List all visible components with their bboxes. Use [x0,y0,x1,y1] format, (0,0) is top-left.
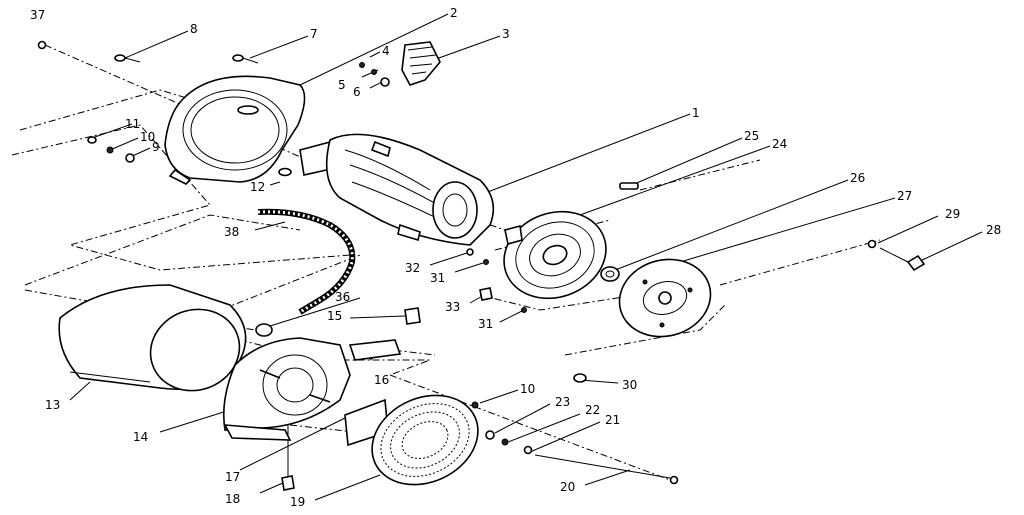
callout-38: 38 [224,225,239,239]
callout-6: 6 [353,85,361,99]
callout-12: 12 [250,180,265,194]
callout-22: 22 [585,403,600,417]
callout-21: 21 [605,413,620,427]
callout-31b: 31 [478,317,493,331]
callout-7: 7 [310,27,318,41]
callout-11: 11 [125,117,140,131]
callout-36: 36 [335,290,350,304]
callout-9: 9 [152,140,160,154]
callout-8: 8 [190,22,198,36]
callout-18: 18 [225,492,240,506]
callout-30: 30 [622,378,637,392]
hose [257,208,356,315]
end-bell-housing [164,75,306,185]
callout-31a: 31 [430,271,445,285]
callout-37: 37 [30,8,45,22]
callout-19: 19 [290,495,305,509]
callout-15: 15 [327,309,342,323]
callouts: 37 8 7 2 3 4 5 6 11 10 9 12 1 25 24 26 2… [30,6,1001,509]
callout-2: 2 [450,6,458,20]
callout-14: 14 [133,430,148,444]
callout-4: 4 [382,44,390,58]
bearing-plate [503,210,607,300]
callout-28: 28 [986,223,1001,237]
callout-5: 5 [338,78,346,92]
callout-17: 17 [225,470,240,484]
motor-assembly [299,133,495,246]
callout-29: 29 [945,207,960,221]
motor-cover [58,284,247,392]
callout-16: 16 [374,373,389,387]
callout-3: 3 [502,27,510,41]
callout-33: 33 [445,300,460,314]
callout-24: 24 [772,137,787,151]
callout-32: 32 [405,261,420,275]
callout-10b: 10 [520,382,535,396]
grille [371,394,479,486]
callout-23: 23 [555,395,570,409]
callout-13: 13 [45,398,60,412]
base-support [222,337,351,441]
callout-25: 25 [744,129,759,143]
callout-10a: 10 [140,130,155,144]
leader-lines [69,13,983,501]
callout-1: 1 [692,106,700,120]
hardware-bits [37,40,926,491]
callout-27: 27 [897,189,912,203]
callout-26: 26 [850,171,865,185]
callout-20: 20 [560,480,575,494]
end-plate [618,258,712,338]
